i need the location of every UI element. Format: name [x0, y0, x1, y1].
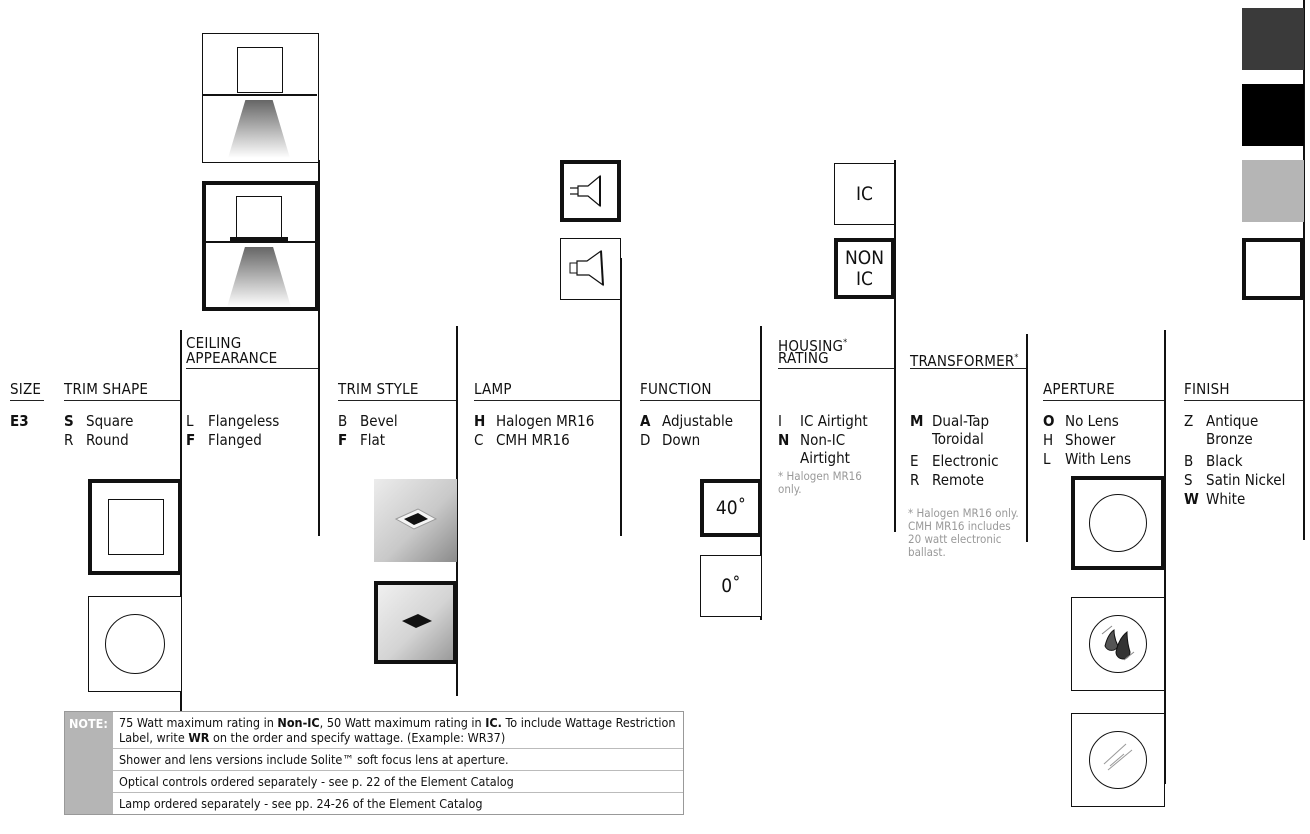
- housing-divider: [894, 160, 896, 532]
- note-line-4: Lamp ordered separately - see pp. 24-26 …: [119, 796, 483, 811]
- black-swatch: [1242, 84, 1304, 146]
- transformer-divider: [1026, 334, 1028, 542]
- round-trim-icon: [88, 596, 182, 692]
- finish-header: FINISH: [1184, 380, 1230, 398]
- trim-shape-header: TRIM SHAPE: [64, 380, 149, 398]
- housing-rule: [778, 368, 894, 369]
- size-option-e3: E3: [10, 412, 29, 430]
- flanged-ceiling-icon: [202, 181, 319, 311]
- with-lens-aperture-icon: [1071, 713, 1165, 807]
- transformer-header: TRANSFORMER*: [910, 352, 1019, 370]
- square-trim-icon: [88, 479, 182, 575]
- flangeless-ceiling-icon: [202, 33, 319, 163]
- aperture-divider: [1164, 330, 1166, 784]
- lamp-divider: [620, 258, 622, 536]
- bevel-trim-photo: [374, 479, 457, 562]
- housing-header-1: HOUSING*: [778, 337, 848, 355]
- transformer-rule: [910, 368, 1026, 369]
- housing-header-2: RATING: [778, 349, 829, 367]
- no-lens-aperture-icon: [1071, 476, 1165, 570]
- note-tag: NOTE:: [65, 712, 113, 814]
- satin-nickel-swatch: [1242, 160, 1304, 222]
- trim-style-header: TRIM STYLE: [338, 380, 419, 398]
- halogen-mr16-lamp-icon: [560, 160, 621, 222]
- ceiling-divider: [318, 160, 320, 536]
- note-line-1: 75 Watt maximum rating in Non-IC, 50 Wat…: [65, 712, 683, 749]
- flat-trim-photo: [374, 581, 457, 664]
- ceiling-header-2: APPEARANCE: [186, 349, 278, 367]
- ceiling-header-1: CEILING: [186, 334, 242, 352]
- lamp-rule: [474, 400, 620, 401]
- antique-bronze-swatch: [1242, 8, 1304, 70]
- function-header: FUNCTION: [640, 380, 712, 398]
- note-line-3: Optical controls ordered separately - se…: [65, 771, 683, 793]
- white-swatch: [1242, 238, 1304, 300]
- shower-lens-aperture-icon: [1071, 597, 1165, 691]
- angle-40-box: 40˚: [700, 479, 762, 537]
- trim-style-rule: [338, 400, 456, 401]
- trim-style-divider: [456, 326, 458, 696]
- aperture-rule: [1043, 400, 1164, 401]
- finish-divider: [1303, 0, 1305, 540]
- size-header: SIZE: [10, 380, 42, 398]
- aperture-header: APERTURE: [1043, 380, 1115, 398]
- angle-0-box: 0˚: [700, 555, 762, 617]
- function-rule: [640, 400, 760, 401]
- cmh-mr16-lamp-icon: [560, 238, 621, 300]
- lamp-header: LAMP: [474, 380, 512, 398]
- size-rule: [10, 400, 44, 401]
- finish-rule: [1184, 400, 1304, 401]
- trim-shape-rule: [64, 400, 180, 401]
- transformer-footnote: * Halogen MR16 only. CMH MR16 includes 2…: [908, 506, 1019, 559]
- function-divider: [760, 326, 762, 620]
- note-box: NOTE: 75 Watt maximum rating in Non-IC, …: [64, 711, 684, 815]
- housing-footnote: * Halogen MR16 only.: [778, 469, 862, 496]
- ic-box: IC: [834, 163, 895, 225]
- ceiling-rule: [186, 368, 318, 369]
- note-line-2: Shower and lens versions include Solite™…: [65, 749, 683, 771]
